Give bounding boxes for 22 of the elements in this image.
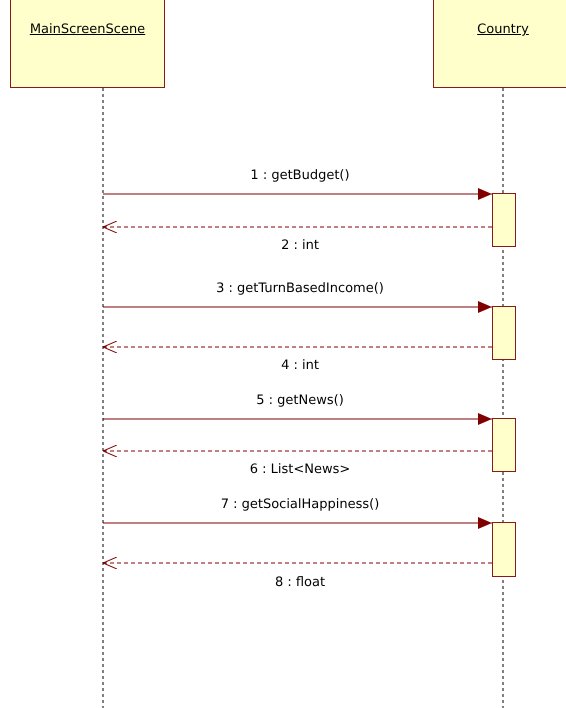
return-arrow — [102, 220, 492, 234]
message-label: 5 : getNews() — [256, 393, 344, 408]
message-arrow — [102, 301, 492, 313]
message-label: 2 : int — [281, 238, 319, 253]
message-label: 6 : List<News> — [250, 462, 350, 477]
message-label: 1 : getBudget() — [250, 168, 350, 183]
message-label: 8 : float — [274, 575, 326, 590]
message-arrow — [102, 517, 492, 529]
message-arrow — [102, 413, 492, 425]
message-label: 7 : getSocialHappiness() — [220, 497, 380, 512]
message-arrow — [102, 188, 492, 200]
return-arrow — [102, 340, 492, 354]
message-label: 4 : int — [281, 358, 319, 373]
object-name: Country — [477, 22, 529, 37]
return-arrow — [102, 444, 492, 458]
return-arrow — [102, 556, 492, 570]
activation-bar — [492, 418, 516, 472]
activation-bar — [492, 306, 516, 360]
object-name: MainScreenScene — [30, 22, 146, 37]
activation-bar — [492, 522, 516, 577]
message-label: 3 : getTurnBasedIncome() — [216, 281, 384, 296]
activation-bar — [492, 193, 516, 247]
